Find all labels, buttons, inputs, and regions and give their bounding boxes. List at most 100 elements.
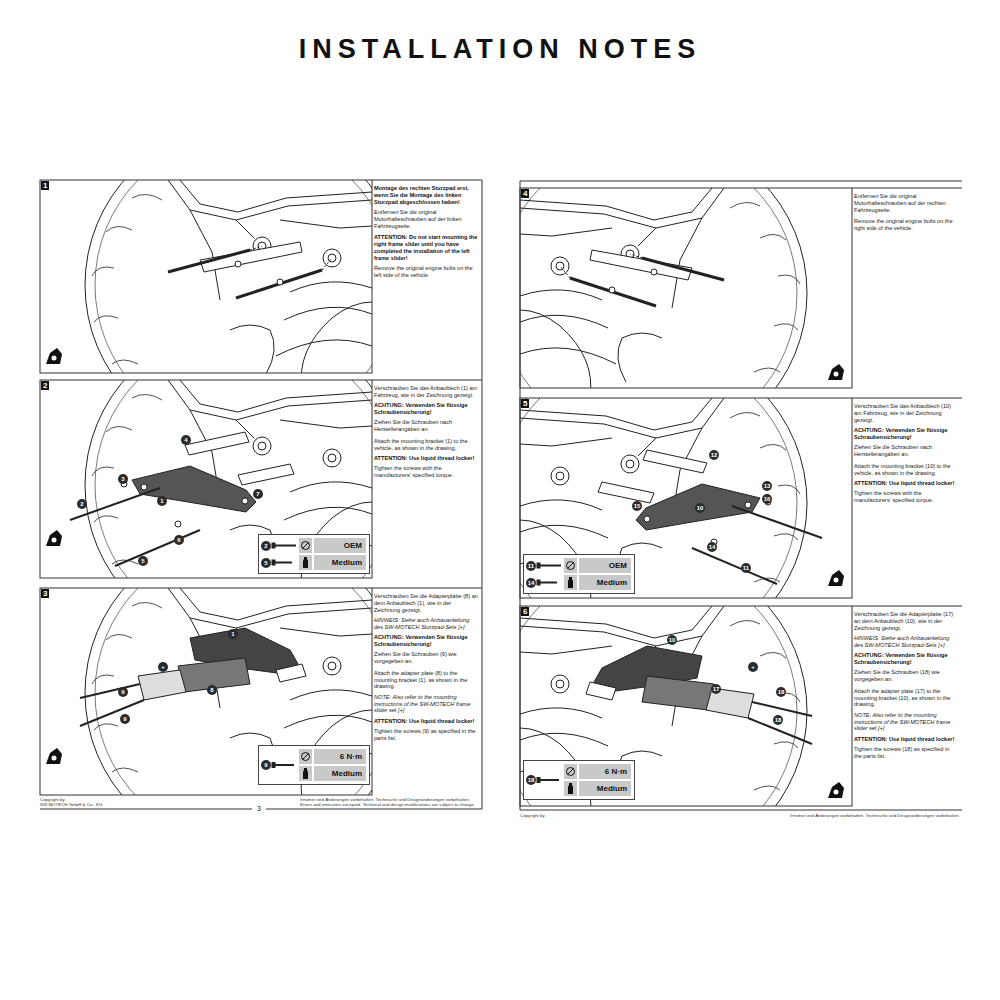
line-art (85, 380, 372, 578)
step-number: 5 (521, 399, 529, 408)
line-art (372, 380, 482, 381)
callout-number: 6 (174, 535, 184, 545)
spec-icons (258, 745, 370, 785)
spec-box: OEM Medium (523, 554, 635, 594)
line-art (520, 188, 852, 388)
line-art (46, 348, 62, 364)
line-art (520, 810, 962, 811)
line-art (520, 188, 807, 388)
instruction-text: Remove the original engine bolts on the … (374, 265, 478, 279)
callout-number: 12 (709, 450, 720, 460)
callout-number: + (748, 662, 758, 672)
line-art (168, 242, 332, 298)
instruction-text: Entfernen Sie die original Motorhaltesch… (374, 209, 478, 229)
line-art (852, 398, 962, 399)
instruction-text: Attach the adapter plate (17) to the mou… (854, 688, 958, 708)
callout-number: 14 (707, 542, 718, 552)
step-number: 1 (41, 181, 49, 190)
instruction-column: Verschrauben Sie die Adapterplatte (8) a… (374, 593, 478, 792)
instruction-column: Verschrauben Sie das Anbaublech (1) am F… (374, 385, 478, 575)
instruction-text: Attach the adapter plate (8) to the moun… (374, 670, 478, 690)
callout-number: 10 (667, 635, 678, 645)
instruction-text: Attach the mounting bracket (10) to the … (854, 463, 958, 477)
line-art (520, 398, 807, 598)
instruction-text: Tighten the screws (9) as specified in t… (374, 728, 478, 742)
line-art (537, 778, 559, 783)
step-number: 6 (521, 607, 529, 616)
instruction-column: Verschrauben Sie das Anbaublech (10) am … (854, 403, 958, 595)
instruction-text: Tighten the screws (18) as specified in … (854, 746, 958, 760)
line-art (520, 398, 822, 598)
line-art (828, 570, 844, 586)
instruction-text: Attach the mounting bracket (1) to the v… (374, 438, 478, 452)
page-title: INSTALLATION NOTES (0, 34, 1000, 65)
instruction-column: Verschrauben Sie die Adapterplatte (17) … (854, 611, 958, 803)
line-art (46, 748, 62, 764)
step-1-drawing (40, 125, 482, 445)
callout-number: 2 (261, 541, 271, 551)
callout-number: 9 (120, 714, 130, 724)
line-art (272, 763, 294, 768)
torque-spec: OEM (314, 538, 366, 553)
step-panel: 4Entfernen Sie die original Motorhaltesc… (520, 188, 962, 388)
callout-number: 13 (762, 481, 773, 491)
spec-box: 6 N·mMedium (523, 760, 635, 800)
footer-note: Copyright by (520, 813, 545, 818)
instruction-text: Verschrauben Sie das Anbaublech (10) am … (854, 403, 958, 423)
line-art (80, 628, 306, 726)
threadlock-spec: Medium (579, 575, 631, 590)
step-3-drawing (40, 533, 482, 853)
line-art (272, 543, 296, 565)
instruction-text: ATTENTION: Use liquid thread locker! (374, 455, 478, 462)
line-art (520, 188, 807, 388)
instruction-text: ACHTUNG: Verwenden Sie flüssige Schraube… (854, 652, 958, 666)
torque-spec: OEM (579, 558, 631, 573)
line-art (520, 181, 962, 182)
callout-number: 18 (773, 715, 784, 725)
instruction-text: Montage des rechten Sturzpad erst, wenn … (374, 185, 478, 205)
footer-note: Irrtümer und Änderungen vorbehalten. Tec… (300, 797, 470, 802)
instruction-text: ATTENTION: Do not start mounting the rig… (374, 234, 478, 261)
instruction-text: NOTE: Also refer to the mounting instruc… (854, 712, 958, 732)
line-art (70, 432, 294, 566)
instruction-text: Tighten the screws with the manufacturer… (374, 465, 478, 479)
instruction-column: Montage des rechten Sturzpad erst, wenn … (374, 185, 478, 370)
line-art (258, 745, 370, 785)
callout-number: 8 (207, 685, 217, 695)
footer-note: Irrtümer und Änderungen vorbehalten. Tec… (790, 813, 960, 818)
line-art (40, 588, 372, 795)
line-art (258, 534, 370, 574)
line-art (482, 180, 483, 809)
instruction-text: Verschrauben Sie die Adapterplatte (17) … (854, 611, 958, 631)
line-art (372, 180, 482, 181)
line-art (520, 398, 822, 598)
footer-note: Copyright by (40, 797, 65, 802)
line-art (523, 554, 635, 594)
step-6-drawing (487, 551, 962, 871)
threadlock-spec: Medium (314, 766, 366, 781)
line-art (537, 563, 561, 585)
instruction-text: Verschrauben Sie die Adapterplatte (8) a… (374, 593, 478, 613)
spec-icons (523, 760, 635, 800)
line-art (523, 760, 635, 800)
step-5-drawing (487, 343, 962, 663)
callout-number: 9 (118, 687, 128, 697)
callout-number: 1 (228, 629, 238, 639)
line-art (520, 606, 807, 806)
spec-icons (523, 554, 635, 594)
line-art (560, 250, 724, 306)
instruction-text: Ziehen Sie die Schrauben nach Hersteller… (854, 444, 958, 458)
callout-number: 17 (711, 684, 722, 694)
line-art (40, 180, 372, 373)
callout-number: 15 (632, 501, 643, 511)
step-number: 3 (41, 589, 49, 598)
callout-number: 1 (157, 496, 167, 506)
spec-icons (258, 534, 370, 574)
callout-number: 7 (253, 489, 263, 499)
callout-number: 9 (261, 760, 271, 770)
instruction-text: ACHTUNG: Verwenden Sie flüssige Schraube… (854, 427, 958, 441)
line-art (85, 180, 372, 373)
line-art (852, 606, 962, 607)
